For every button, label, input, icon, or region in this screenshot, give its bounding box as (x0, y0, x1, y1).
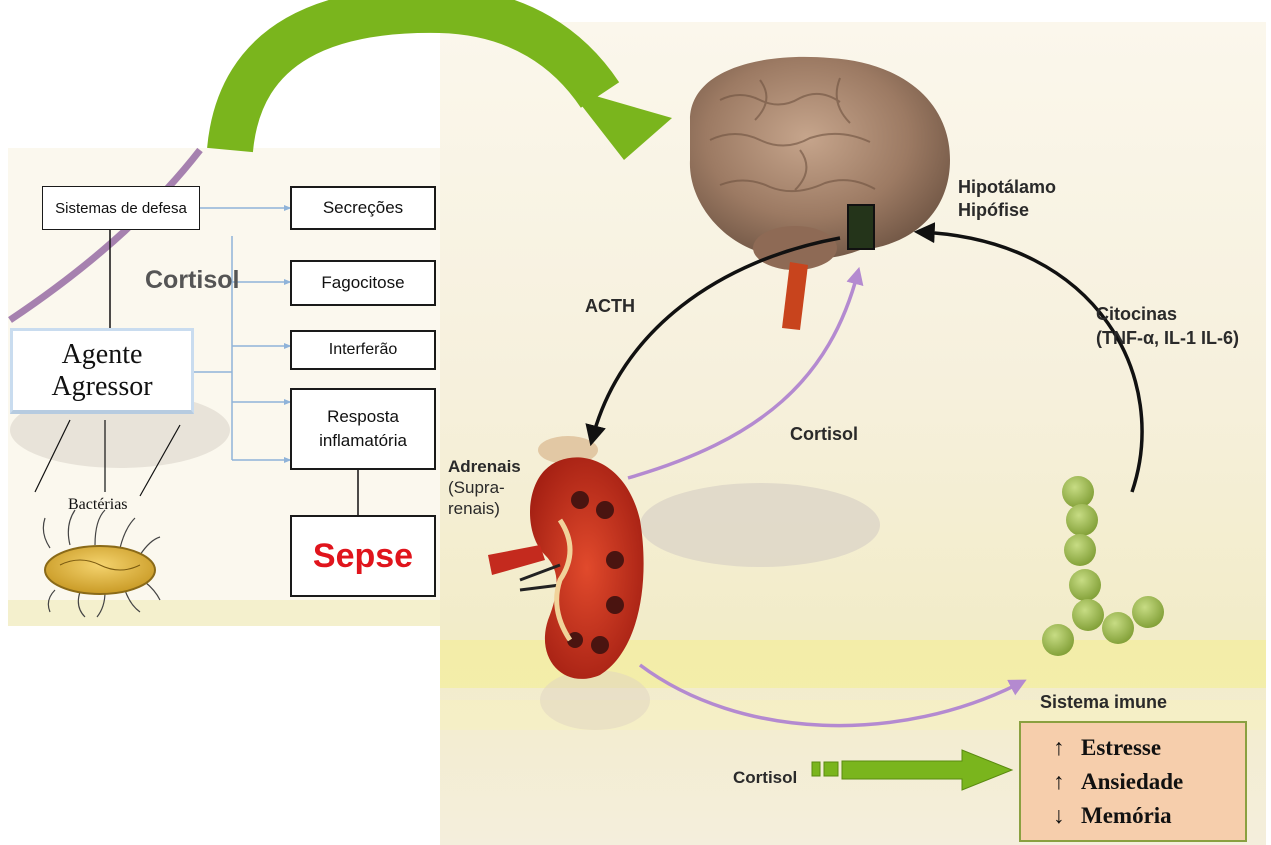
hypothalamus-text: Hipotálamo (958, 176, 1056, 199)
cytokines-list-text: (TNF-α, IL-1 IL-6) (1096, 326, 1239, 350)
effect-box-interferon: Interferão (290, 330, 436, 370)
shadow-blob (540, 670, 650, 730)
result-label: Estresse (1081, 735, 1161, 760)
up-arrow-icon: ↑ (1053, 731, 1081, 765)
defense-systems-box: Sistemas de defesa (42, 186, 200, 230)
effect-box-inflammatory: Resposta inflamatória (290, 388, 436, 470)
result-row-memory: ↓Memória (1053, 799, 1245, 833)
effect-label: Secreções (323, 198, 403, 218)
cortisol-left-label: Cortisol (145, 266, 239, 295)
result-row-stress: ↑Estresse (1053, 731, 1245, 765)
shadow-blob (640, 483, 880, 567)
adrenals-text: Adrenais (448, 456, 521, 477)
cortisol-upper-label: Cortisol (790, 424, 858, 445)
hypothalamus-label: Hipotálamo Hipófise (958, 176, 1056, 222)
result-row-anxiety: ↑Ansiedade (1053, 765, 1245, 799)
effect-box-secretions: Secreções (290, 186, 436, 230)
effect-label: Resposta inflamatória (306, 405, 420, 453)
aggressor-label: Agente Agressor (13, 339, 191, 403)
left-yellow-band (8, 600, 440, 626)
adrenals-label: Adrenais (Supra- renais) (448, 456, 521, 519)
up-arrow-icon: ↑ (1053, 765, 1081, 799)
result-label: Memória (1081, 803, 1172, 828)
effects-result-box: ↑Estresse ↑Ansiedade ↓Memória (1019, 721, 1247, 842)
down-arrow-icon: ↓ (1053, 799, 1081, 833)
bacteria-label: Bactérias (68, 496, 128, 514)
sepsis-label: Sepse (313, 537, 413, 576)
effect-box-phagocytosis: Fagocitose (290, 260, 436, 306)
sepsis-box: Sepse (290, 515, 436, 597)
immune-system-label: Sistema imune (1040, 692, 1167, 713)
cytokines-text: Citocinas (1096, 302, 1239, 326)
result-label: Ansiedade (1081, 769, 1183, 794)
aggressor-box: Agente Agressor (10, 328, 194, 414)
hypothalamus-marker (848, 205, 874, 249)
pituitary-text: Hipófise (958, 199, 1056, 222)
adrenals-alt-line2: renais) (448, 498, 521, 519)
acth-label: ACTH (585, 296, 635, 317)
cortisol-lower-label: Cortisol (733, 768, 797, 788)
effect-label: Interferão (329, 341, 397, 359)
adrenals-alt-line1: (Supra- (448, 477, 521, 498)
cytokines-label: Citocinas (TNF-α, IL-1 IL-6) (1096, 302, 1239, 350)
effect-label: Fagocitose (321, 273, 404, 293)
defense-systems-label: Sistemas de defesa (55, 200, 187, 217)
